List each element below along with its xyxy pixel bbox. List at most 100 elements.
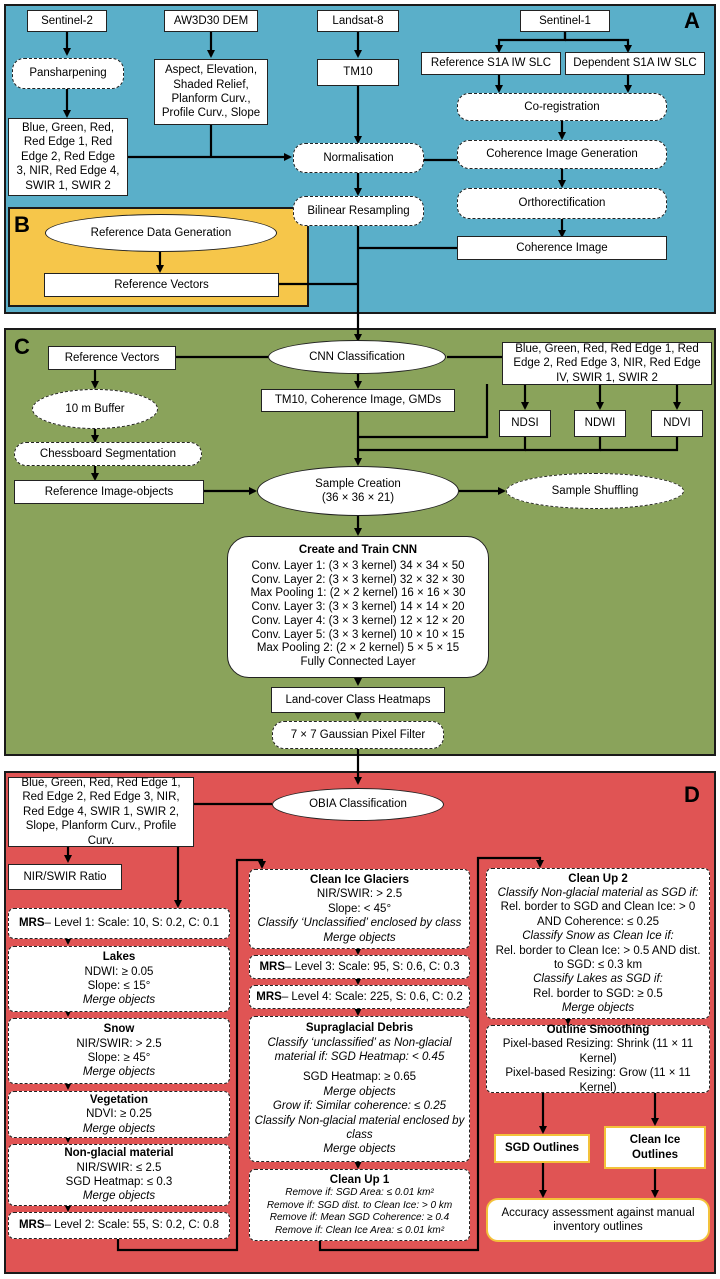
- sgd-l2: SGD Heatmap: ≥ 0.65: [302, 1071, 417, 1084]
- snow-l3: Merge objects: [82, 1066, 156, 1079]
- vegetation-rule: Vegetation NDVI: ≥ 0.25 Merge objects: [8, 1091, 230, 1138]
- cu1-l1: Remove if: SGD Area: ≤ 0.01 km²: [285, 1187, 434, 1199]
- cnn-layer-1: Conv. Layer 1: (3 × 3 kernel) 34 × 34 × …: [251, 559, 465, 572]
- mrs-level-1: MRS – Level 1: Scale: 10, S: 0.2, C: 0.1: [8, 908, 230, 939]
- mrs-level-2: MRS – Level 2: Scale: 55, S: 0.2, C: 0.8: [8, 1212, 230, 1239]
- non-glacial-rule: Non-glacial material NIR/SWIR: ≤ 2.5 SGD…: [8, 1144, 230, 1206]
- nong-l3: Merge objects: [82, 1190, 156, 1203]
- nir-swir-ratio: NIR/SWIR Ratio: [8, 864, 122, 890]
- ndsi-index: NDSI: [499, 410, 551, 437]
- cnn-layer-5: Conv. Layer 4: (3 × 3 kernel) 12 × 12 × …: [251, 614, 465, 627]
- reference-vectors-c: Reference Vectors: [48, 346, 176, 370]
- cig-l4: Merge objects: [323, 931, 396, 944]
- gaussian-filter: 7 × 7 Gaussian Pixel Filter: [272, 721, 444, 749]
- cu2-l1: Classify Non-glacial material as SGD if:: [497, 887, 699, 899]
- sgd-l5: Classify Non-glacial material enclosed b…: [254, 1114, 465, 1141]
- cu1-l2: Remove if: SGD dist. to Clean Ice: > 0 k…: [266, 1199, 453, 1211]
- panel-label-b: B: [14, 212, 30, 237]
- cu2-l4: Rel. border to Clean Ice: > 0.5 AND dist…: [495, 944, 701, 971]
- smooth-l2: Pixel-based Resizing: Grow (11 × 11 Kern…: [505, 1067, 691, 1094]
- cig-l3: Classify ‘Unclassified’ enclosed by clas…: [257, 917, 462, 930]
- veg-l1: NDVI: ≥ 0.25: [86, 1108, 152, 1121]
- smooth-title: Outline Smoothing: [546, 1024, 650, 1037]
- reference-slc: Reference S1A IW SLC: [421, 52, 561, 75]
- cnn-input-bands: Blue, Green, Red, Red Edge 1, Red Edge 2…: [502, 342, 712, 385]
- cu2-l7: Merge objects: [561, 1002, 635, 1014]
- mrs-level-4: MRS – Level 4: Scale: 225, S: 0.6, C: 0.…: [249, 985, 470, 1009]
- cu1-l4: Remove if: Clean Ice Area: ≤ 0.01 km²: [274, 1224, 445, 1236]
- clean-ice-outlines: Clean Ice Outlines: [604, 1126, 706, 1169]
- mrs-label-1: MRS: [18, 917, 45, 930]
- sgd-l6: Merge objects: [323, 1143, 396, 1156]
- cig-title: Clean Ice Glaciers: [309, 874, 410, 887]
- dem-derivatives: Aspect, Elevation, Shaded Relief, Planfo…: [154, 59, 268, 125]
- pansharpening-step: Pansharpening: [12, 58, 124, 89]
- mrs-level-1-params: – Level 1: Scale: 10, S: 0.2, C: 0.1: [44, 917, 220, 930]
- clean-up-2-rule: Clean Up 2 Classify Non-glacial material…: [486, 868, 710, 1019]
- cu2-l3: Classify Snow as Clean Ice if:: [522, 930, 674, 943]
- cu2-l2: Rel. border to SGD and Clean Ice: > 0 AN…: [500, 901, 696, 928]
- cig-l2: Slope: < 45°: [327, 902, 392, 915]
- lakes-l1: NDWI: ≥ 0.05: [84, 965, 154, 978]
- bilinear-resampling-step: Bilinear Resampling: [293, 196, 424, 226]
- coherence-generation-step: Coherence Image Generation: [457, 140, 667, 169]
- reference-data-generation: Reference Data Generation: [45, 214, 277, 252]
- reference-vectors-b: Reference Vectors: [44, 273, 279, 297]
- coregistration-step: Co-registration: [457, 93, 667, 121]
- cnn-layer-6: Conv. Layer 5: (3 × 3 kernel) 10 × 10 × …: [251, 628, 465, 641]
- buffer-step: 10 m Buffer: [32, 389, 158, 429]
- nong-title: Non-glacial material: [64, 1147, 174, 1160]
- mrs-level-4-params: – Level 4: Scale: 225, S: 0.6, C: 0.2: [281, 990, 463, 1003]
- veg-title: Vegetation: [89, 1093, 149, 1106]
- sgd-outlines: SGD Outlines: [494, 1134, 590, 1163]
- sgd-l1: Classify ‘unclassified’ as Non-glacial m…: [267, 1036, 452, 1064]
- panel-label-c: C: [14, 334, 30, 359]
- cnn-layer-4: Conv. Layer 3: (3 × 3 kernel) 14 × 14 × …: [251, 601, 465, 614]
- sgd-l4: Grow if: Similar coherence: ≤ 0.25: [272, 1100, 447, 1113]
- mrs-label-3: MRS: [259, 960, 286, 973]
- clean-ice-glaciers-rule: Clean Ice Glaciers NIR/SWIR: > 2.5 Slope…: [249, 869, 470, 949]
- sgd-title: Supraglacial Debris: [305, 1022, 414, 1035]
- orthorectification-step: Orthorectification: [457, 188, 667, 219]
- snow-title: Snow: [103, 1023, 135, 1036]
- sgd-l3: Merge objects: [323, 1085, 396, 1098]
- chessboard-segmentation: Chessboard Segmentation: [14, 442, 202, 466]
- sample-dimensions: (36 × 36 × 21): [321, 492, 395, 504]
- cu1-title: Clean Up 1: [329, 1173, 390, 1186]
- sentinel1-source: Sentinel-1: [520, 10, 610, 32]
- mrs-label-2: MRS: [18, 1219, 45, 1232]
- sentinel2-bands: Blue, Green, Red, Red Edge 1, Red Edge 2…: [8, 118, 128, 196]
- cu2-title: Clean Up 2: [568, 872, 628, 885]
- mrs-level-2-params: – Level 2: Scale: 55, S: 0.2, C: 0.8: [44, 1219, 220, 1232]
- obia-inputs: Blue, Green, Red, Red Edge 1, Red Edge 2…: [8, 777, 194, 847]
- cnn-layer-3: Max Pooling 1: (2 × 2 kernel) 16 × 16 × …: [250, 587, 466, 600]
- panel-label-a: A: [684, 8, 700, 33]
- lakes-rule: Lakes NDWI: ≥ 0.05 Slope: ≤ 15° Merge ob…: [8, 946, 230, 1012]
- cu1-l3: Remove if: Mean SGD Coherence: ≥ 0.4: [269, 1212, 450, 1224]
- cnn-layer-7: Max Pooling 2: (2 × 2 kernel) 5 × 5 × 15: [256, 642, 460, 655]
- ndwi-index: NDWI: [574, 410, 626, 437]
- outline-smoothing: Outline Smoothing Pixel-based Resizing: …: [486, 1024, 710, 1094]
- mrs-label-4: MRS: [256, 990, 282, 1003]
- sample-creation-label: Sample Creation: [315, 477, 401, 490]
- clean-up-1-rule: Clean Up 1 Remove if: SGD Area: ≤ 0.01 k…: [249, 1169, 470, 1241]
- snow-rule: Snow NIR/SWIR: > 2.5 Slope: ≥ 45° Merge …: [8, 1018, 230, 1084]
- normalisation-step: Normalisation: [293, 143, 424, 173]
- nong-l1: NIR/SWIR: ≤ 2.5: [76, 1161, 162, 1174]
- create-train-cnn: Create and Train CNN Conv. Layer 1: (3 ×…: [227, 536, 489, 678]
- reference-image-objects: Reference Image-objects: [14, 480, 204, 504]
- cig-l1: NIR/SWIR: > 2.5: [316, 888, 403, 901]
- veg-l2: Merge objects: [82, 1122, 156, 1135]
- ndvi-index: NDVI: [651, 410, 703, 437]
- lakes-l3: Merge objects: [82, 994, 156, 1007]
- snow-l1: NIR/SWIR: > 2.5: [76, 1037, 162, 1050]
- lakes-l2: Slope: ≤ 15°: [87, 980, 151, 992]
- smooth-l1: Pixel-based Resizing: Shrink (11 × 11 Ke…: [502, 1038, 694, 1065]
- tm10-product: TM10: [317, 59, 399, 86]
- cnn-layer-2: Conv. Layer 2: (3 × 3 kernel) 32 × 32 × …: [251, 573, 465, 586]
- aw3d30-dem-source: AW3D30 DEM: [164, 10, 258, 32]
- obia-classification: OBIA Classification: [272, 788, 444, 821]
- cu2-l5: Classify Lakes as SGD if:: [533, 973, 663, 986]
- mrs-level-3-params: – Level 3: Scale: 95, S: 0.6, C: 0.3: [285, 960, 460, 973]
- landsat8-source: Landsat-8: [317, 10, 399, 32]
